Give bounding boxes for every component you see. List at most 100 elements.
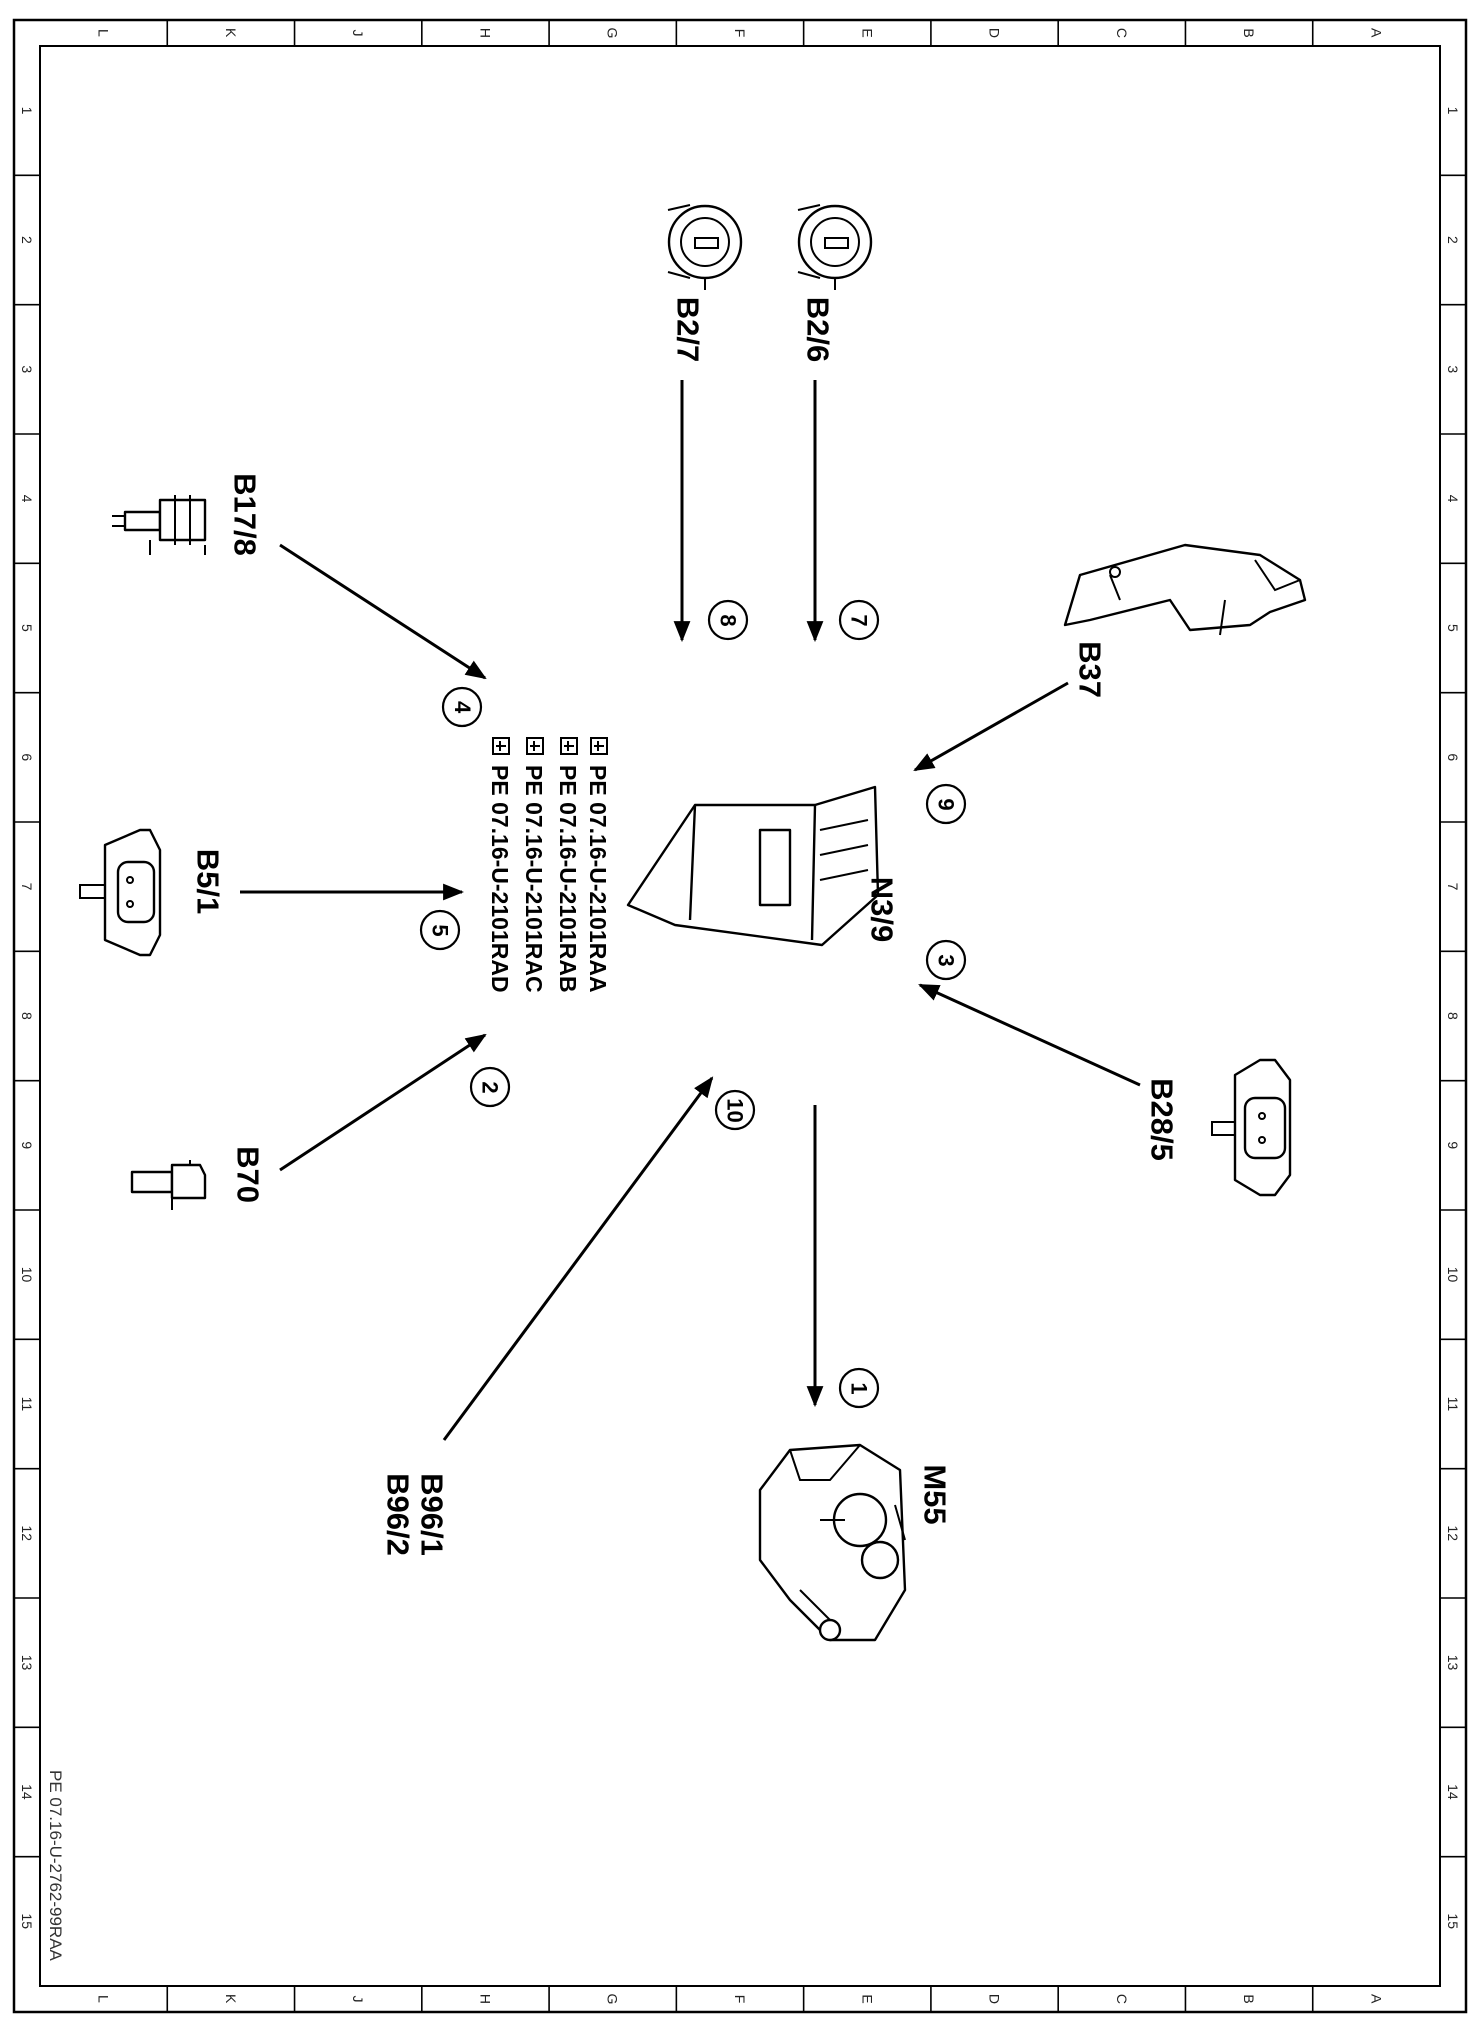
circle-2: 2 <box>469 1066 511 1108</box>
sensor-b70 <box>130 1160 207 1210</box>
signal-4-label: 4 <box>450 701 475 714</box>
grid-letter-bottom: A <box>1369 1994 1385 2004</box>
inner-frame <box>39 45 1441 1987</box>
grid-number-left: 7 <box>19 883 35 891</box>
grid-letter-bottom: G <box>605 1994 621 2005</box>
sensor-b2-6 <box>797 204 873 290</box>
circle-9: 9 <box>925 783 967 825</box>
reference-line-3: PE 07.16-U-2101RAC <box>521 765 547 993</box>
grid-number-right: 15 <box>1445 1913 1461 1929</box>
sensor-b28-5 <box>1211 1058 1292 1197</box>
grid-number-left: 2 <box>19 236 35 244</box>
grid-number-left: 6 <box>19 753 35 761</box>
label-b2-6: B2/6 <box>801 297 836 362</box>
grid-letter-bottom: C <box>1114 1994 1130 2004</box>
signal-10-label: 10 <box>723 1098 748 1122</box>
grid-letter-top: J <box>350 30 366 37</box>
grid-number-left: 15 <box>19 1913 35 1929</box>
circle-3: 3 <box>925 939 967 981</box>
grid-letter-top: K <box>223 28 239 38</box>
grid-letter-bottom: K <box>223 1994 239 2004</box>
label-n3-9: N3/9 <box>865 877 900 942</box>
signal-2-label: 2 <box>478 1081 503 1093</box>
grid-ticks <box>14 20 1466 2012</box>
grid-number-left: 13 <box>19 1655 35 1671</box>
grid-letter-top: D <box>987 28 1003 38</box>
hand-pointer-icon <box>492 737 510 755</box>
grid-number-right: 7 <box>1445 883 1461 891</box>
grid-number-right: 13 <box>1445 1655 1461 1671</box>
grid-number-left: 4 <box>19 495 35 503</box>
circle-1: 1 <box>838 1367 880 1409</box>
signal-arrows <box>240 380 1141 1441</box>
signal-5-label: 5 <box>428 924 453 936</box>
circle-8: 8 <box>707 599 749 641</box>
circle-4: 4 <box>441 686 483 728</box>
grid-number-left: 10 <box>19 1267 35 1283</box>
grid-number-right: 9 <box>1445 1141 1461 1149</box>
circle-7: 7 <box>838 599 880 641</box>
grid-letter-bottom: D <box>987 1994 1003 2004</box>
grid-number-right: 12 <box>1445 1525 1461 1541</box>
signal-1-label: 1 <box>847 1382 872 1394</box>
grid-number-left: 9 <box>19 1141 35 1149</box>
actuator-m55 <box>758 1443 907 1642</box>
grid-letter-top: G <box>605 28 621 39</box>
arrow-b96 <box>442 1076 714 1441</box>
grid-number-right: 8 <box>1445 1012 1461 1020</box>
arrow-b37 <box>913 681 1069 772</box>
grid-letter-bottom: J <box>350 1996 366 2003</box>
grid-number-left: 8 <box>19 1012 35 1020</box>
reference-list: PE 07.16-U-2101RAA PE 07.16-U-2101RAB PE… <box>487 737 611 993</box>
grid-letter-bottom: F <box>732 1995 748 2004</box>
grid-number-right: 5 <box>1445 624 1461 632</box>
signal-7-label: 7 <box>847 614 872 626</box>
grid-number-right: 11 <box>1445 1397 1461 1412</box>
hand-pointer-icon <box>590 737 608 755</box>
hand-pointer-icon <box>560 737 578 755</box>
grid-letter-top: L <box>96 29 112 37</box>
grid-number-right: 3 <box>1445 365 1461 373</box>
grid-number-left: 1 <box>19 107 35 115</box>
arrow-b17-8 <box>279 543 487 680</box>
label-b28-5: B28/5 <box>1145 1078 1180 1161</box>
sensor-b37-pedal <box>1063 543 1307 636</box>
label-b37: B37 <box>1073 641 1108 698</box>
reference-line-4: PE 07.16-U-2101RAD <box>487 765 513 993</box>
grid-number-left: 11 <box>19 1397 35 1412</box>
reference-line-2: PE 07.16-U-2101RAB <box>555 765 581 993</box>
grid-letter-top: A <box>1369 28 1385 38</box>
label-b17-8: B17/8 <box>228 473 263 556</box>
label-b96-1: B96/1 <box>415 1473 450 1556</box>
label-b96-2: B96/2 <box>381 1473 416 1556</box>
grid-letter-bottom: H <box>477 1994 493 2004</box>
grid-number-right: 4 <box>1445 495 1461 503</box>
sensor-b2-7 <box>667 204 743 290</box>
label-b2-7: B2/7 <box>671 297 706 362</box>
label-b5-1: B5/1 <box>191 849 226 914</box>
label-m55: M55 <box>918 1464 953 1524</box>
reference-line-1: PE 07.16-U-2101RAA <box>585 765 611 993</box>
sheet-id: PE 07.16-U-2762-99RAA <box>46 1770 65 1962</box>
hand-pointer-icon <box>526 737 544 755</box>
control-unit-n3-9 <box>626 785 880 947</box>
outer-frame <box>12 18 1468 2014</box>
circle-10: 10 <box>714 1089 756 1131</box>
signal-9-label: 9 <box>934 798 959 810</box>
circle-5: 5 <box>419 909 461 951</box>
grid-letter-top: C <box>1114 28 1130 38</box>
grid-number-right: 2 <box>1445 236 1461 244</box>
sensor-b5-1 <box>79 828 162 957</box>
label-b70: B70 <box>231 1146 266 1203</box>
grid-number-left: 3 <box>19 365 35 373</box>
grid-number-right: 6 <box>1445 753 1461 761</box>
grid-letter-bottom: B <box>1241 1994 1257 2003</box>
arrow-b70 <box>279 1033 487 1172</box>
sensor-b17-8 <box>112 495 207 555</box>
grid-letter-bottom: L <box>96 1995 112 2003</box>
grid-number-right: 1 <box>1445 107 1461 115</box>
grid-number-left: 12 <box>19 1525 35 1541</box>
grid-number-right: 14 <box>1445 1784 1461 1800</box>
grid-letter-top: E <box>859 28 875 37</box>
